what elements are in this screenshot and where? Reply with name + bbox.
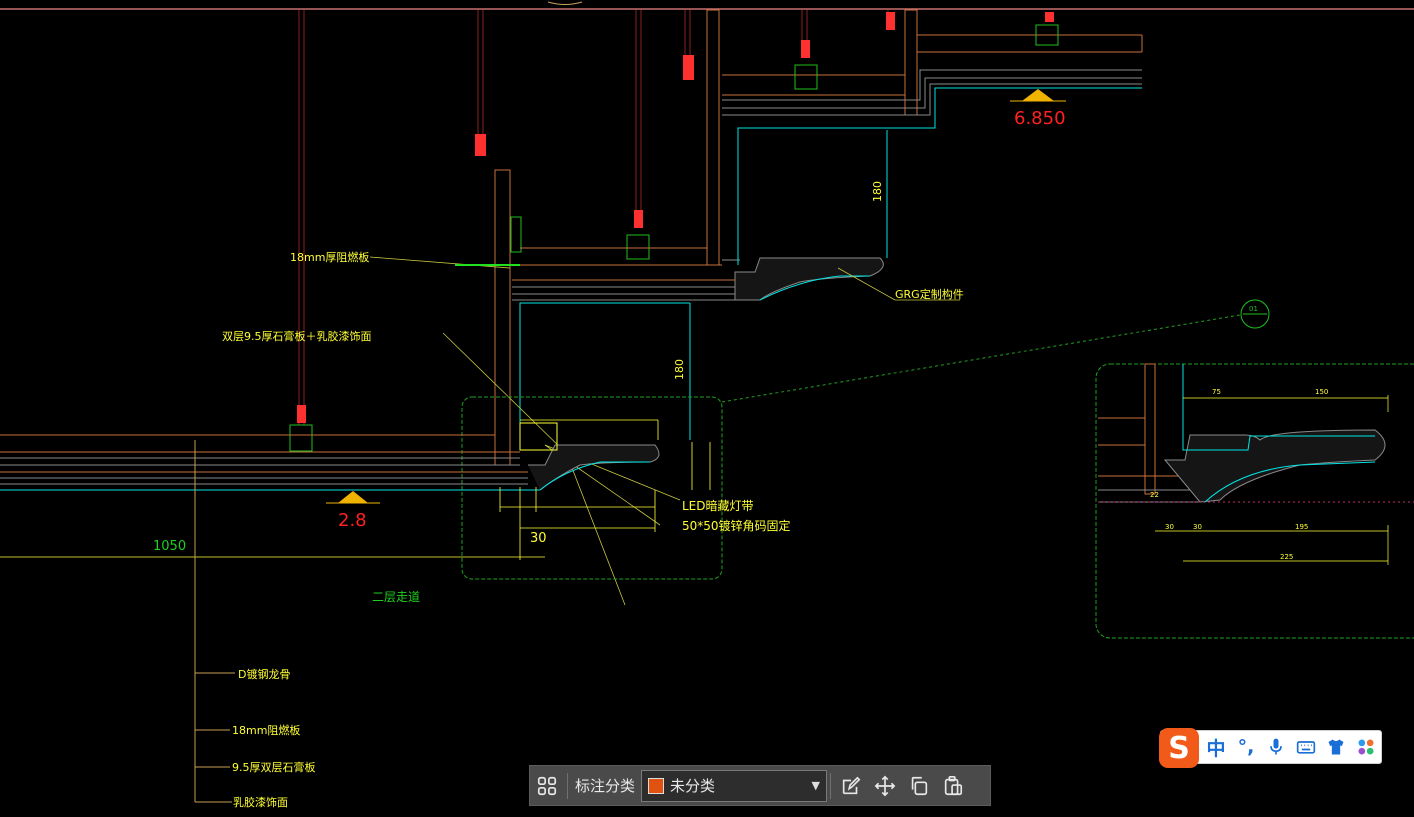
edit-icon[interactable] <box>834 769 868 803</box>
label-18mm-board: 18mm厚阻燃板 <box>290 250 369 264</box>
move-icon[interactable] <box>868 769 902 803</box>
elevation-upper-label: 6.850 <box>1014 108 1066 129</box>
label-led: LED暗藏灯带 <box>682 498 754 513</box>
detail-dim-5: 30 <box>1165 523 1174 531</box>
detail-dim-7: 22 <box>1150 491 1159 499</box>
detail-marker-label: 01 <box>1249 305 1258 313</box>
legend-item-4: 乳胶漆饰面 <box>233 795 288 809</box>
label-angle: 50*50镀锌角码固定 <box>682 518 791 533</box>
ime-punctuation-toggle[interactable]: °, <box>1237 736 1255 758</box>
dim-1050: 1050 <box>153 539 186 554</box>
copy-icon[interactable] <box>902 769 936 803</box>
category-selected-value: 未分类 <box>670 777 716 795</box>
detail-dim-1: 75 <box>1212 388 1221 396</box>
label-corridor: 二层走道 <box>372 590 420 604</box>
paste-icon[interactable] <box>936 769 970 803</box>
dim-30: 30 <box>530 531 547 546</box>
ime-toolbar: S 中 °, <box>1159 728 1382 768</box>
chevron-down-icon: ▼ <box>811 779 821 792</box>
detail-dim-6: 30 <box>1193 523 1202 531</box>
legend-item-1: D镀钢龙骨 <box>238 667 290 681</box>
microphone-icon[interactable] <box>1261 732 1291 762</box>
legend-item-2: 18mm阻燃板 <box>232 723 300 737</box>
category-color-swatch <box>648 777 665 794</box>
label-grg: GRG定制构件 <box>895 287 964 301</box>
elevation-lower-label: 2.8 <box>338 510 367 531</box>
dim-180-upper: 180 <box>871 181 884 202</box>
category-label: 标注分类 <box>575 777 636 795</box>
ime-language-toggle[interactable]: 中 <box>1206 737 1226 760</box>
detail-dim-3: 195 <box>1295 523 1308 531</box>
grid-icon[interactable] <box>530 769 564 803</box>
dim-180-lower: 180 <box>673 359 686 380</box>
apps-icon[interactable] <box>1351 732 1381 762</box>
sogou-logo-icon[interactable]: S <box>1159 728 1199 768</box>
label-double-layer: 双层9.5厚石膏板＋乳胶漆饰面 <box>222 329 372 343</box>
legend-item-3: 9.5厚双层石膏板 <box>232 760 316 774</box>
annotation-toolbar: 标注分类 未分类 ▼ <box>529 765 991 806</box>
detail-dim-2: 150 <box>1315 388 1328 396</box>
toolbar-divider <box>567 772 568 799</box>
toolbar-divider <box>830 772 832 799</box>
tshirt-icon[interactable] <box>1321 732 1351 762</box>
detail-dim-4: 225 <box>1280 553 1293 561</box>
category-dropdown[interactable]: 未分类 ▼ <box>641 769 828 802</box>
keyboard-icon[interactable] <box>1291 732 1321 762</box>
